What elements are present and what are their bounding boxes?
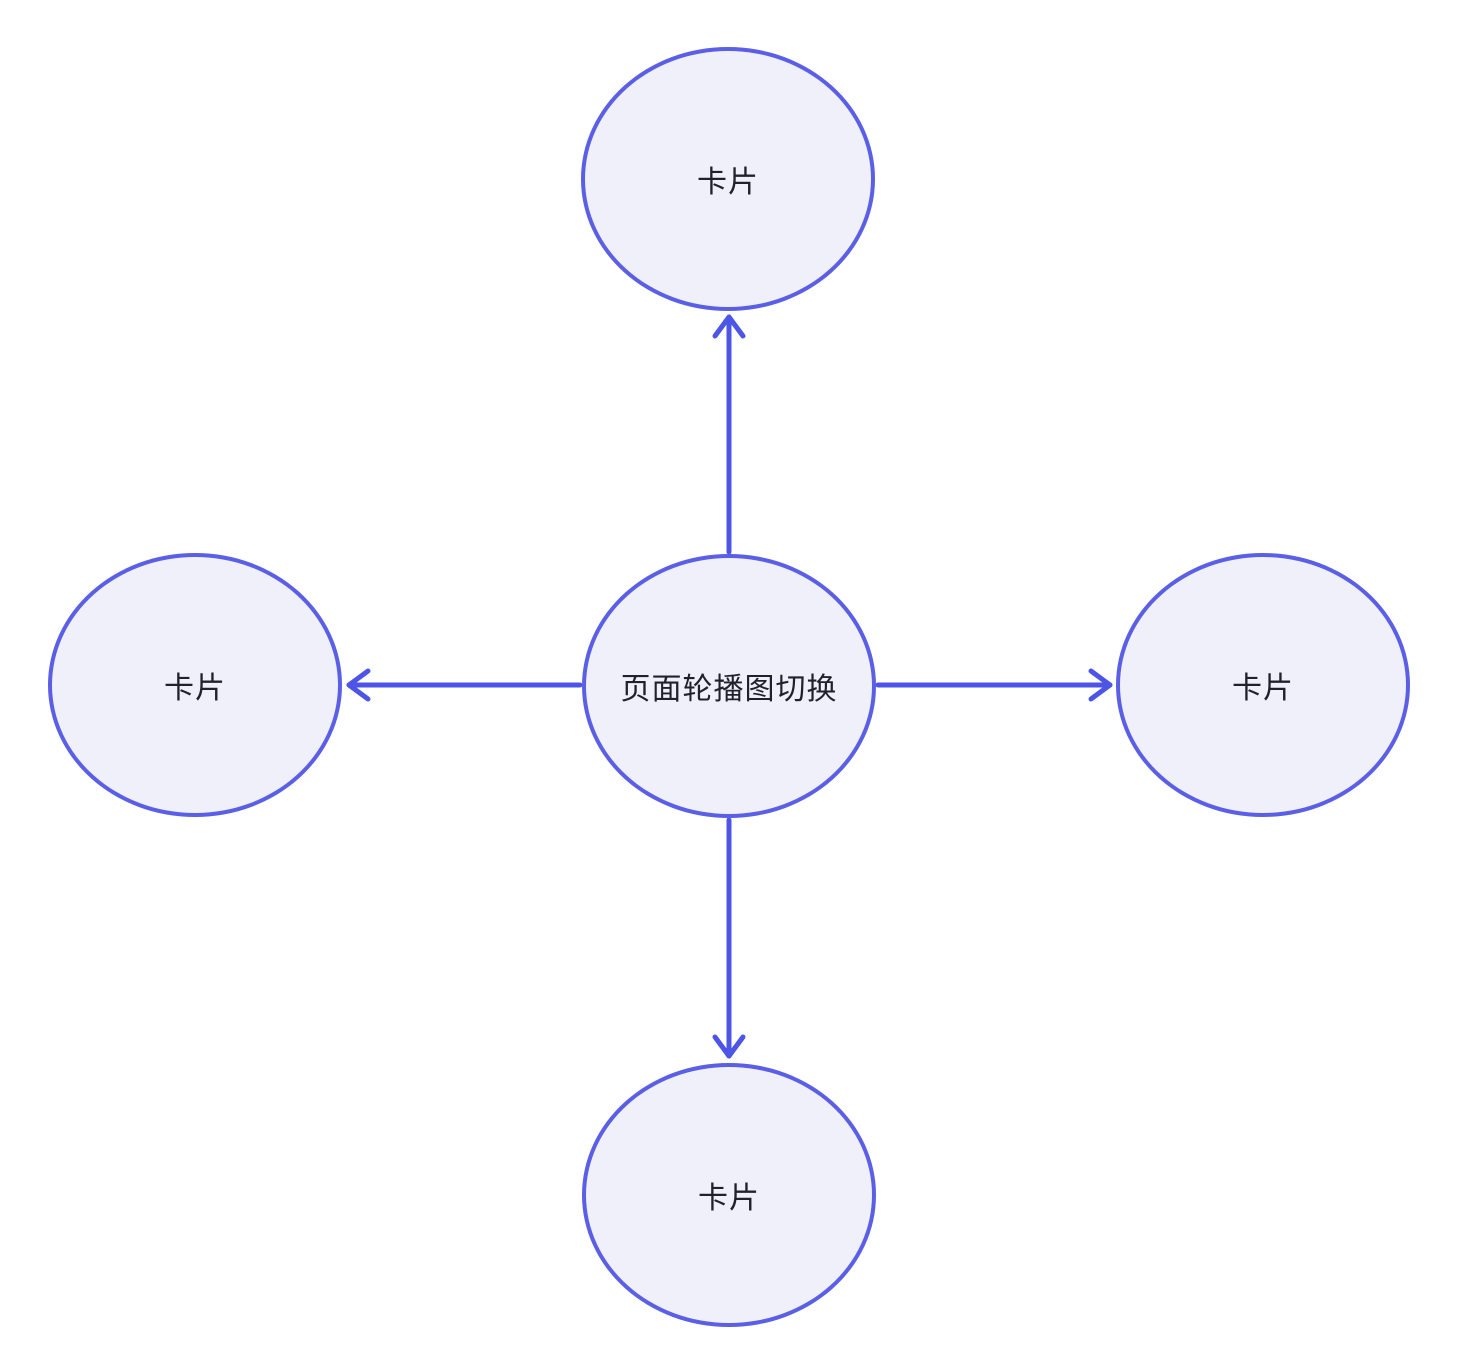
node-card-right-label: 卡片: [1232, 672, 1294, 705]
node-card-left-label: 卡片: [164, 672, 226, 705]
node-center-label: 页面轮播图切换: [620, 673, 838, 706]
node-card-bottom-label: 卡片: [698, 1182, 760, 1215]
node-card-top-label: 卡片: [697, 166, 759, 199]
node-card-right: 卡片: [1116, 553, 1410, 817]
node-card-bottom: 卡片: [582, 1063, 876, 1327]
node-card-top: 卡片: [581, 47, 875, 311]
node-center: 页面轮播图切换: [582, 554, 876, 818]
node-card-left: 卡片: [48, 553, 342, 817]
